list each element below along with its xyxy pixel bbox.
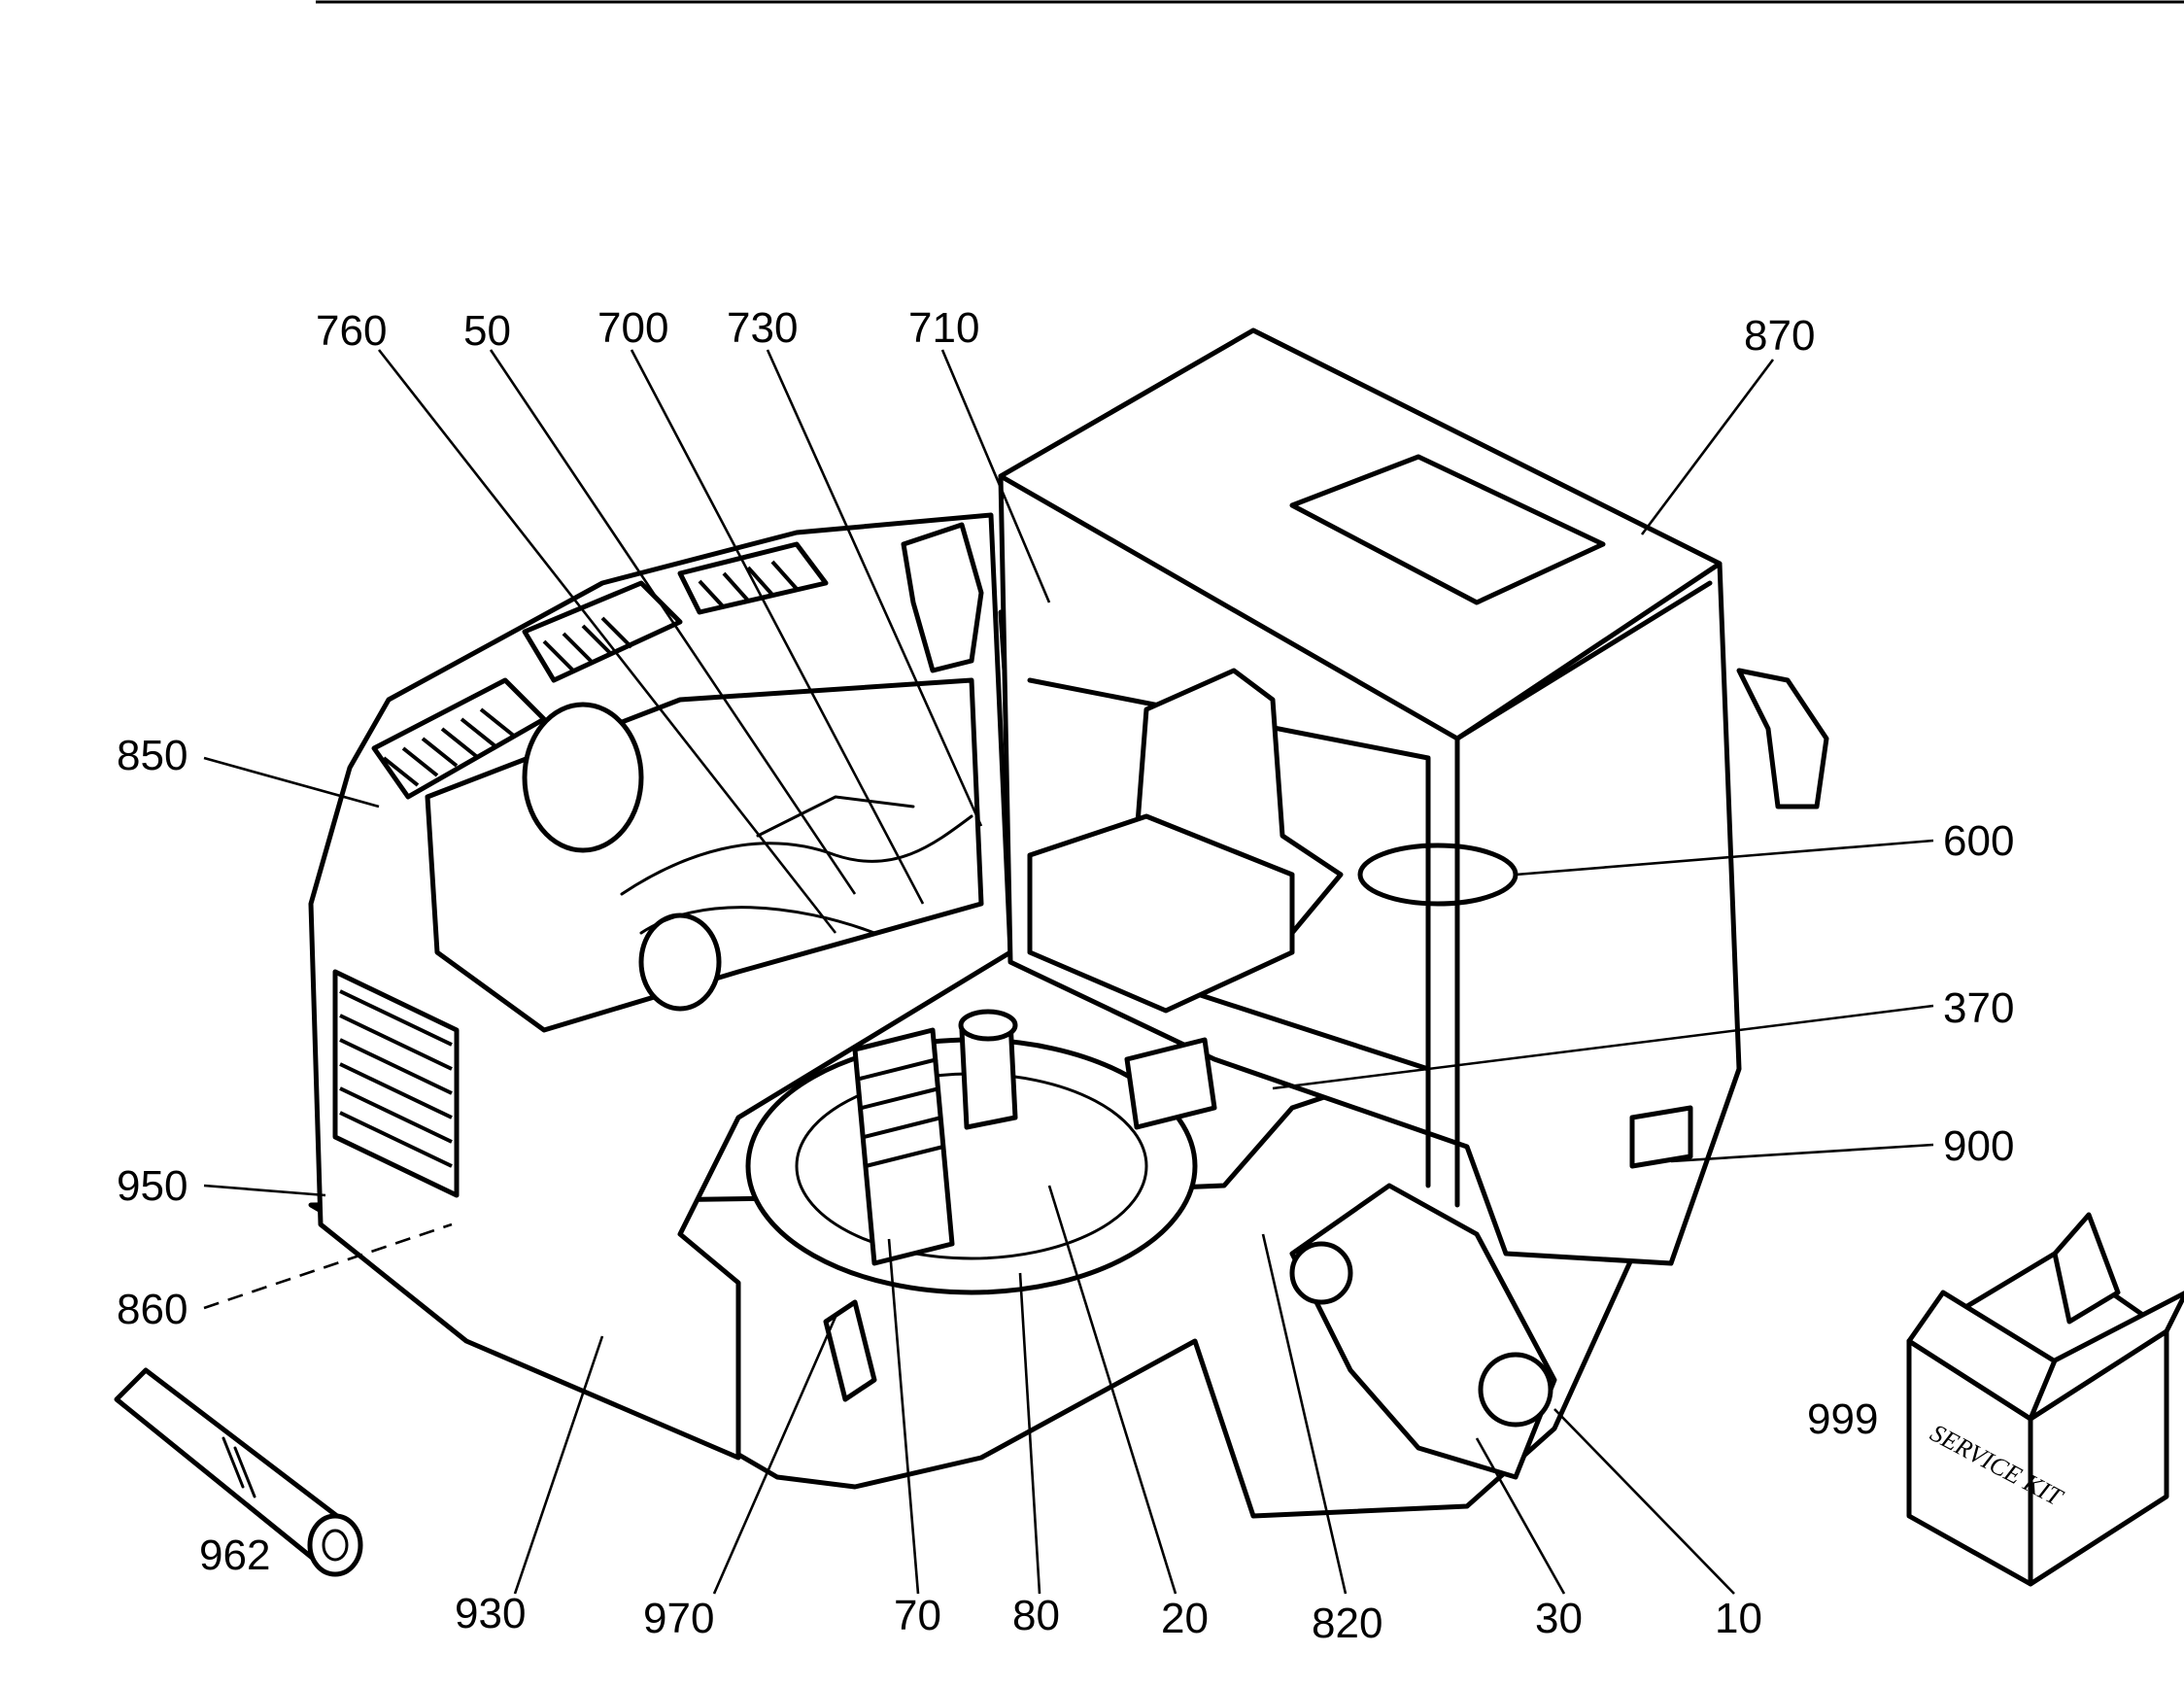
callout-30: 30 <box>1535 1595 1583 1642</box>
step-handle <box>823 1299 877 1402</box>
service-kit-box: SERVICE KIT <box>1906 1212 2184 1587</box>
callout-850: 850 <box>117 732 188 779</box>
air-filter <box>638 912 722 1012</box>
cab-window-frame <box>1027 580 1713 1208</box>
callout-70: 70 <box>894 1592 941 1639</box>
machine-illustration <box>308 327 1829 1519</box>
callout-970: 970 <box>643 1595 714 1642</box>
callout-999: 999 <box>1807 1395 1878 1443</box>
callout-80: 80 <box>1012 1592 1060 1639</box>
control-valve <box>1124 1037 1217 1130</box>
callout-730: 730 <box>727 304 798 352</box>
rotary-joint-cap <box>958 1009 1018 1042</box>
callout-950: 950 <box>117 1162 188 1210</box>
leader-lines <box>203 349 1934 1595</box>
swing-motor <box>852 1027 955 1266</box>
fan-pulley <box>522 702 644 853</box>
hood-grille-2 <box>522 580 683 683</box>
callout-820: 820 <box>1312 1600 1382 1647</box>
grille-hatching <box>382 560 799 787</box>
callout-600: 600 <box>1943 817 2014 865</box>
seal-kit-roll <box>114 1367 363 1577</box>
roof-hatch <box>1289 454 1606 605</box>
control-console <box>1027 813 1295 1014</box>
swing-pin <box>1478 1352 1553 1428</box>
callout-700: 700 <box>597 304 668 352</box>
callout-860: 860 <box>117 1286 188 1333</box>
callout-900: 900 <box>1943 1122 2014 1170</box>
swing-motor-rings <box>859 1057 944 1168</box>
callout-20: 20 <box>1161 1595 1209 1642</box>
side-grille-slats <box>339 989 453 1168</box>
callout-760: 760 <box>316 307 387 355</box>
callout-labels: 760 50 700 730 710 870 850 600 370 900 9… <box>117 304 2014 1647</box>
callout-930: 930 <box>455 1590 526 1637</box>
callout-50: 50 <box>463 307 511 355</box>
callout-710: 710 <box>908 304 979 352</box>
callout-370: 370 <box>1943 984 2014 1032</box>
callout-870: 870 <box>1744 312 1815 360</box>
hood-grille-1 <box>371 677 547 800</box>
callout-10: 10 <box>1715 1595 1762 1642</box>
side-mirror <box>1736 668 1829 809</box>
callout-962: 962 <box>199 1532 270 1579</box>
exhaust-stack <box>901 522 984 673</box>
boom-pivot-pin <box>1289 1241 1353 1305</box>
battery-box <box>1629 1105 1693 1169</box>
